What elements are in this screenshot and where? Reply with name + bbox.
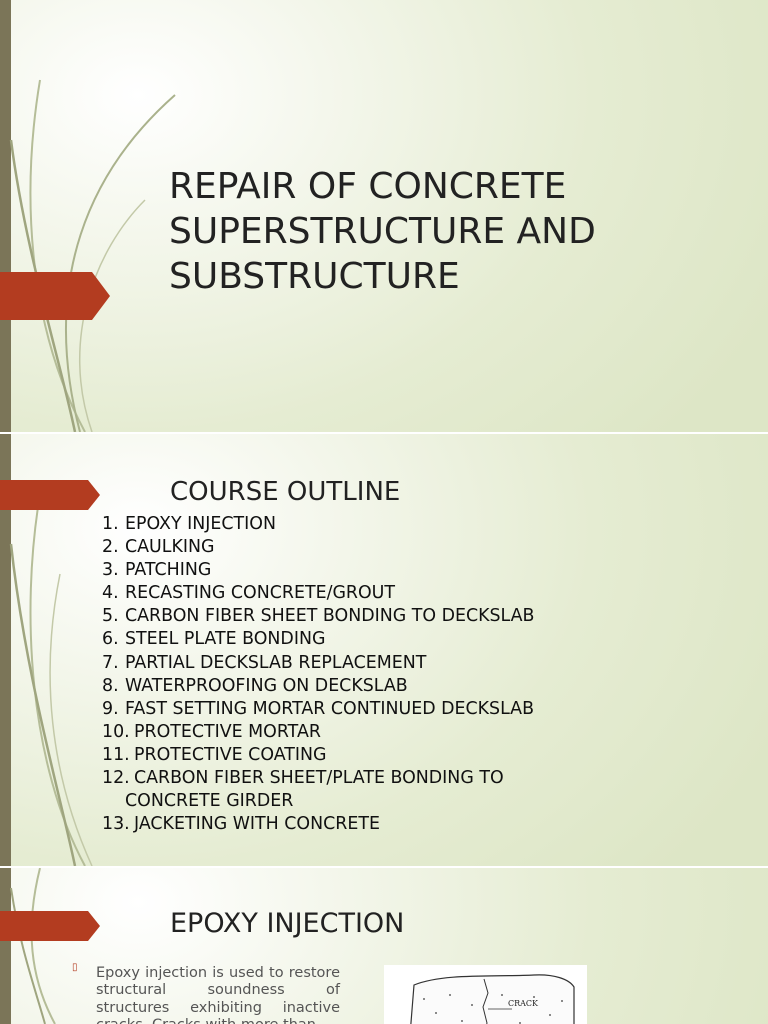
item-text: PARTIAL DECKSLAB REPLACEMENT <box>125 652 427 673</box>
item-text: RECASTING CONCRETE/GROUT <box>125 583 396 604</box>
item-text: CARBON FIBER SHEET/PLATE BONDING TO CONC… <box>125 768 504 812</box>
epoxy-heading: EPOXY INJECTION <box>170 908 405 939</box>
item-number: 3. <box>102 560 119 581</box>
item-number: 9. <box>102 698 119 719</box>
title-slide: REPAIR OF CONCRETE SUPERSTRUCTURE AND SU… <box>0 0 768 432</box>
list-item: 10.PROTECTIVE MORTAR <box>102 721 565 744</box>
item-number: 2. <box>102 537 119 558</box>
epoxy-slide: EPOXY INJECTION ▯ Epoxy injection is use… <box>0 868 768 1024</box>
item-number: 1. <box>102 514 119 534</box>
item-text: PATCHING <box>125 560 212 581</box>
item-number: 6. <box>102 629 119 650</box>
item-number: 12. <box>102 768 130 789</box>
decorative-swoosh <box>9 493 93 866</box>
item-text: PROTECTIVE MORTAR <box>134 721 321 742</box>
slide-left-bar <box>0 0 11 432</box>
list-item: 7. PARTIAL DECKSLAB REPLACEMENT <box>102 652 565 675</box>
list-item: 9. FAST SETTING MORTAR CONTINUED DECKSLAB <box>102 698 565 721</box>
list-item: 13.JACKETING WITH CONCRETE <box>102 813 565 836</box>
crack-label: CRACK <box>508 999 539 1008</box>
item-text: STEEL PLATE BONDING <box>125 629 326 650</box>
list-item: 3. PATCHING <box>102 559 565 582</box>
item-text: WATERPROOFING ON DECKSLAB <box>125 675 408 696</box>
item-number: 7. <box>102 652 119 673</box>
item-text: CARBON FIBER SHEET BONDING TO DECKSLAB <box>125 606 535 627</box>
list-item: 8. WATERPROOFING ON DECKSLAB <box>102 675 565 698</box>
crack-diagram-drawing: CRACK <box>410 974 575 1024</box>
item-text: FAST SETTING MORTAR CONTINUED DECKSLAB <box>125 698 535 719</box>
slide-separator <box>0 432 768 434</box>
item-number: 4. <box>102 583 119 604</box>
item-number: 13. <box>102 814 130 835</box>
item-text: JACKETING WITH CONCRETE <box>134 814 380 835</box>
list-item: 1. EPOXY INJECTION <box>102 513 565 536</box>
list-item: 2. CAULKING <box>102 536 565 559</box>
list-item: 12.CARBON FIBER SHEET/PLATE BONDING TO C… <box>102 767 565 813</box>
item-number: 10. <box>102 721 130 742</box>
item-number: 5. <box>102 606 119 627</box>
item-text: PROTECTIVE COATING <box>134 744 327 765</box>
accent-tab <box>0 272 110 320</box>
item-number: 11. <box>102 744 130 765</box>
outline-slide: COURSE OUTLINE 1. EPOXY INJECTION 2. CAULK… <box>0 434 768 866</box>
aggregate-dots <box>423 994 563 1024</box>
list-item: 6. STEEL PLATE BONDING <box>102 628 565 651</box>
item-text: CAULKING <box>125 537 215 558</box>
decorative-swoosh <box>10 868 56 1024</box>
item-number: 8. <box>102 675 119 696</box>
outline-heading: COURSE OUTLINE <box>170 477 401 507</box>
slide-left-bar <box>0 434 11 866</box>
epoxy-paragraph: Epoxy injection is used to restore struc… <box>96 965 340 1024</box>
list-item: 4. RECASTING CONCRETE/GROUT <box>102 582 565 605</box>
slide-separator <box>0 866 768 868</box>
slide-title: REPAIR OF CONCRETE SUPERSTRUCTURE AND SU… <box>169 166 596 297</box>
crack-diagram: CRACK <box>384 965 587 1024</box>
slide-left-bar <box>0 868 11 1024</box>
item-text: EPOXY INJECTION <box>125 514 276 534</box>
outline-list: 1.EPOXY INJECTION 2.CAULKING 3.PATCHING … <box>102 513 565 836</box>
accent-tab <box>0 480 100 510</box>
accent-tab <box>0 911 100 941</box>
decorative-swoosh <box>9 79 176 432</box>
bullet-marker-icon: ▯ <box>72 962 78 973</box>
list-item: 11.PROTECTIVE COATING <box>102 744 565 767</box>
list-item: 5. CARBON FIBER SHEET BONDING TO DECKSLAB <box>102 605 565 628</box>
